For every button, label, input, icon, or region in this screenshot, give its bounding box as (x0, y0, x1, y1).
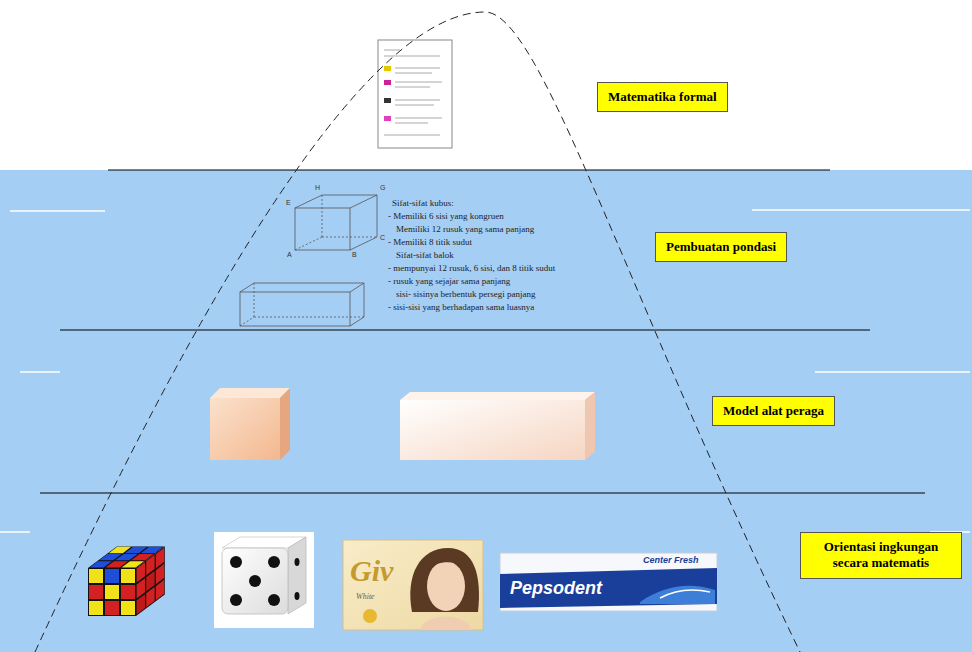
property-text: sisi- sisinya berbentuk persegi panjang (396, 289, 535, 300)
property-text: Sifat-sifat kubus: (392, 198, 454, 209)
level-label-box: Pembuatan pondasi (655, 232, 787, 262)
rubik-cube (88, 546, 165, 616)
vertex-label: A (287, 251, 292, 259)
vertex-label: B (352, 251, 357, 259)
cube-model (210, 388, 290, 460)
band-dashes (0, 210, 970, 532)
dice (214, 532, 314, 628)
level-label: Orientasi ingkungan secara matematis (811, 539, 951, 572)
document-thumbnail (378, 40, 452, 148)
brand-text: Pepsodent (510, 578, 602, 600)
brand-text: Giv (350, 553, 393, 589)
iceberg-outline (35, 12, 800, 652)
property-text: - rusuk yang sejajar sama panjang (388, 276, 510, 287)
level-label-box: Model alat peraga (712, 396, 835, 426)
level-label-box: Matematika formal (597, 82, 728, 112)
level-label-box: Orientasi ingkungan secara matematis (800, 532, 962, 579)
beam-wireframe (240, 283, 364, 326)
brand-text: Center Fresh (643, 555, 699, 566)
vertex-label: G (380, 184, 385, 192)
vertex-label: E (286, 199, 291, 207)
property-text: - sisi-sisi yang berhadapan sama luasnya (388, 302, 534, 313)
property-text: Memiliki 12 rusuk yang sama panjang (396, 224, 534, 235)
property-text: - mempunyai 12 rusuk, 6 sisi, dan 8 titi… (388, 263, 555, 274)
toothpaste-box (500, 553, 717, 611)
cube-wireframe (295, 195, 377, 250)
band-ground (0, 170, 972, 652)
level-label: Model alat peraga (723, 403, 824, 419)
beam-model (400, 392, 595, 460)
property-text: Sifat-sifat balok (396, 250, 454, 261)
soap-package (343, 540, 483, 630)
level-label: Pembuatan pondasi (666, 239, 776, 255)
property-text: - Memiliki 8 titik sudut (388, 237, 472, 248)
level-label: Matematika formal (608, 89, 717, 105)
property-text: - Memiliki 6 sisi yang kongruen (388, 211, 504, 222)
brand-text: White (356, 592, 375, 602)
vertex-label: C (380, 234, 385, 242)
vertex-label: H (315, 184, 320, 192)
band-lines (40, 170, 925, 493)
